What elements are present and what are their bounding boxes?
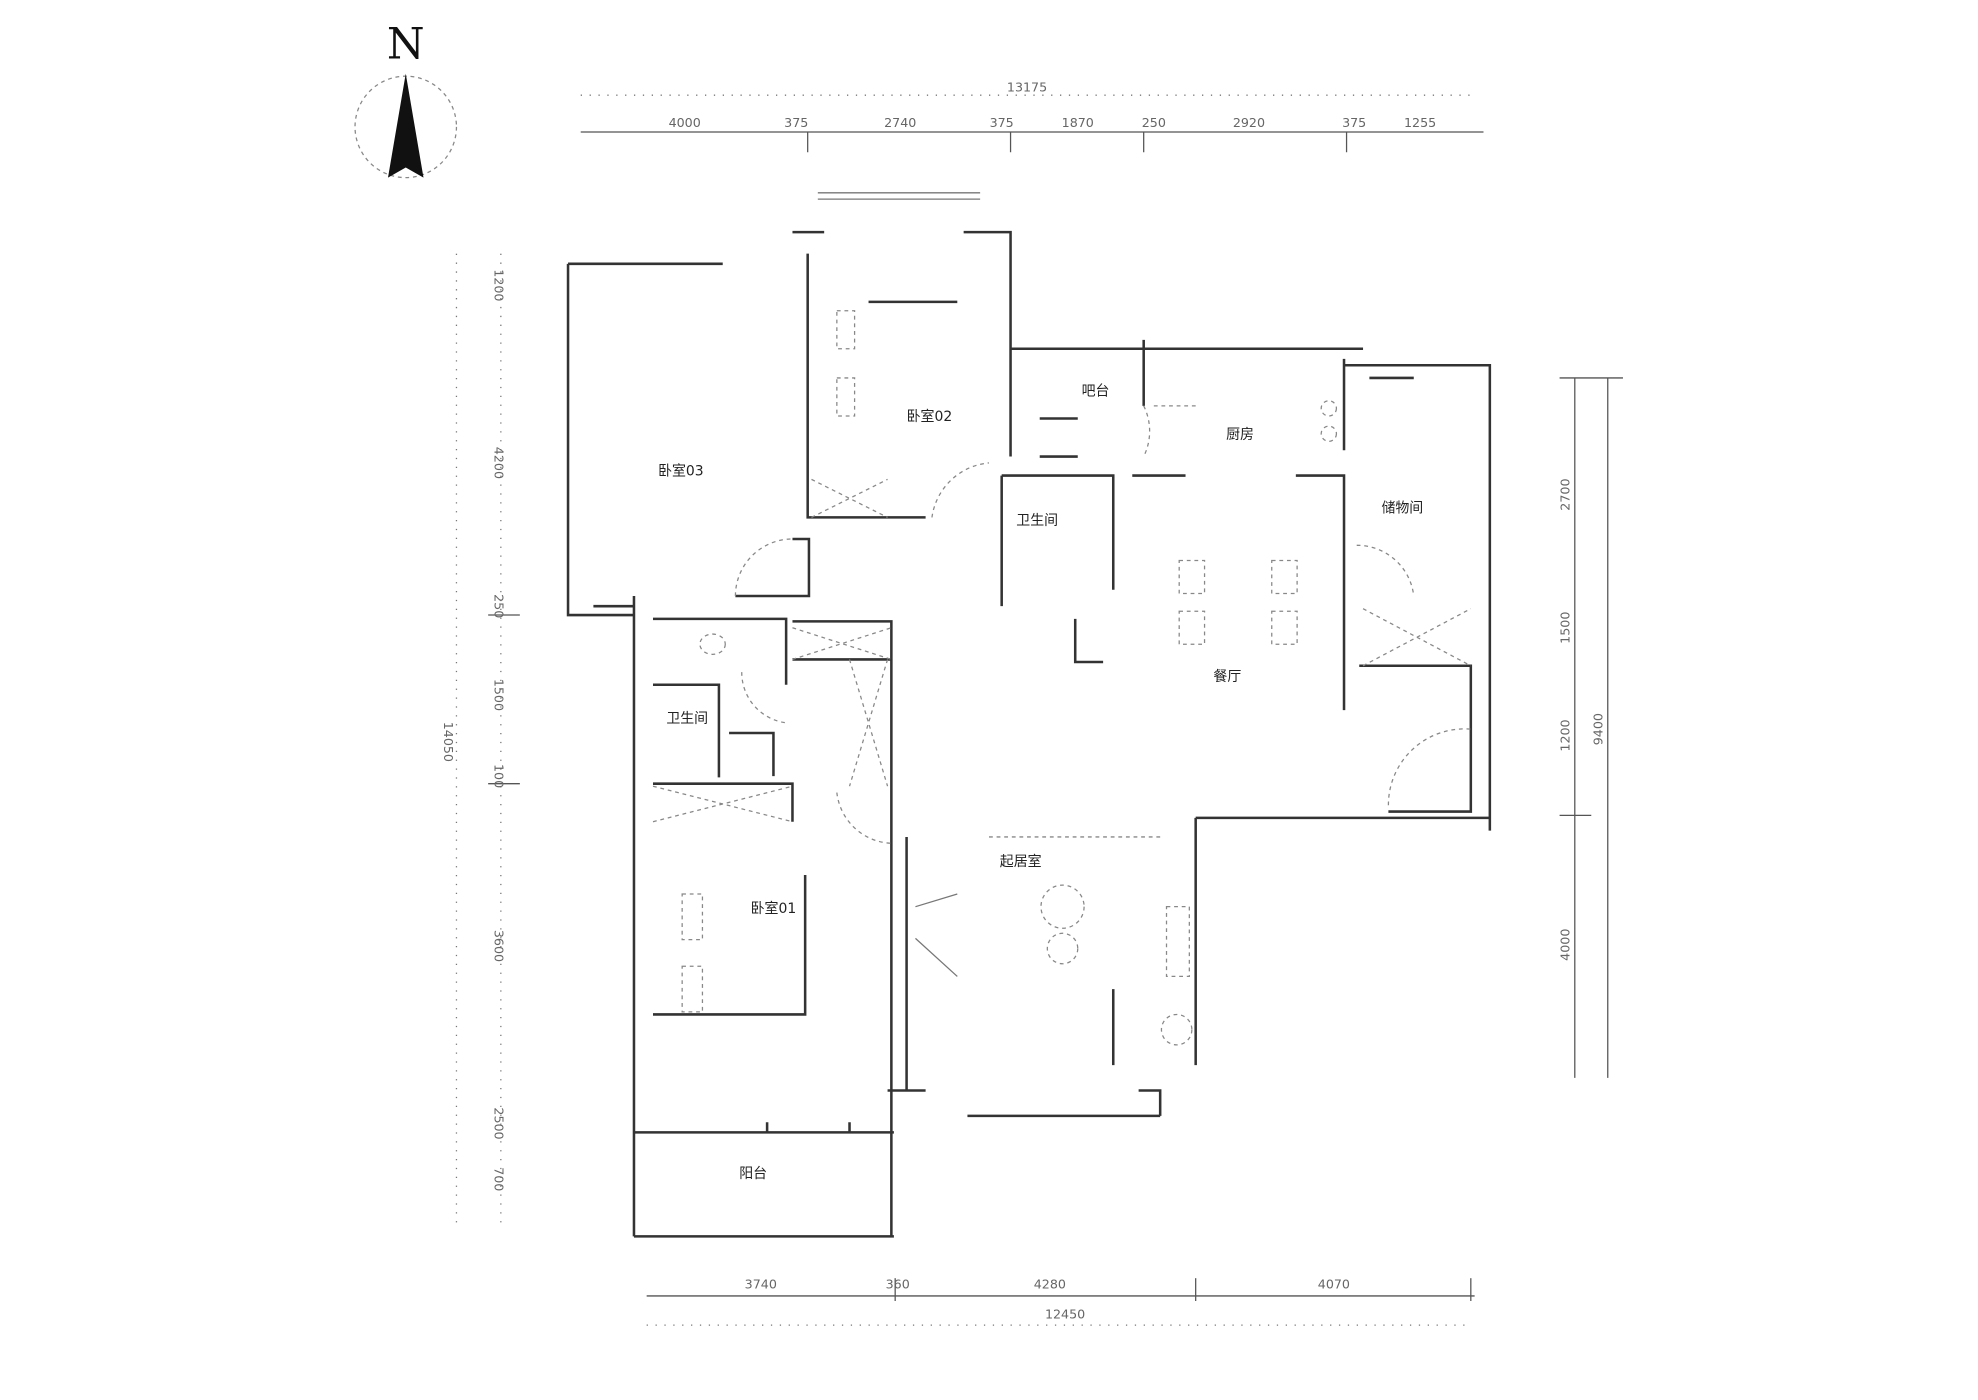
dim-label: 250 bbox=[1142, 115, 1166, 130]
room-bathroom: 卫生间 bbox=[666, 711, 708, 727]
top-dimension: 13175 4000 375 2740 375 1870 250 2920 37… bbox=[580, 79, 1484, 153]
dim-label: 2740 bbox=[884, 115, 916, 130]
north-label: N bbox=[387, 19, 425, 69]
dim-label: 2920 bbox=[1233, 115, 1265, 130]
dim-top-total: 13175 bbox=[1007, 79, 1047, 94]
dim-label: 1870 bbox=[1062, 115, 1094, 130]
room-storage: 储物间 bbox=[1381, 500, 1423, 516]
room-balcony: 阳台 bbox=[739, 1166, 767, 1182]
dim-label: 2700 bbox=[1558, 478, 1573, 510]
dim-label: 375 bbox=[784, 115, 808, 130]
dim-label: 4070 bbox=[1318, 1276, 1350, 1291]
dim-label: 1500 bbox=[492, 679, 507, 711]
right-dimension: 2700 1500 1200 4000 9400 bbox=[1558, 377, 1623, 1078]
dim-left-total: 14050 bbox=[441, 722, 456, 762]
room-living: 起居室 bbox=[1000, 853, 1042, 870]
dim-label: 360 bbox=[886, 1276, 910, 1291]
dim-right-total: 9400 bbox=[1591, 713, 1606, 745]
room-bathroom: 卫生间 bbox=[1016, 513, 1058, 529]
room-bedroom01: 卧室01 bbox=[751, 900, 797, 917]
dim-label: 1255 bbox=[1404, 115, 1436, 130]
dim-label: 1200 bbox=[492, 269, 507, 301]
dim-label: 1500 bbox=[1558, 612, 1573, 644]
dim-label: 375 bbox=[1342, 115, 1366, 130]
dim-label: 100 bbox=[492, 764, 507, 788]
dim-label: 3600 bbox=[492, 930, 507, 962]
dim-label: 250 bbox=[492, 594, 507, 618]
room-bedroom03: 卧室03 bbox=[658, 463, 704, 480]
room-bedroom02: 卧室02 bbox=[907, 408, 953, 425]
dim-label: 700 bbox=[492, 1167, 507, 1191]
dim-bottom-total: 12450 bbox=[1045, 1307, 1085, 1322]
doors-and-fixtures bbox=[652, 310, 1472, 1046]
dim-label: 1200 bbox=[1558, 719, 1573, 751]
dim-label: 4200 bbox=[492, 447, 507, 479]
room-labels: 卧室03 卧室02 卧室01 吧台 厨房 卫生间 卫生间 储物间 餐厅 起居室 … bbox=[658, 384, 1423, 1182]
room-bar: 吧台 bbox=[1082, 384, 1110, 400]
north-arrow-icon: N bbox=[354, 19, 458, 179]
dim-label: 4000 bbox=[669, 115, 701, 130]
left-dimension: 1200 4200 250 1500 100 3600 2500 700 140… bbox=[441, 253, 520, 1231]
dim-label: 3740 bbox=[745, 1276, 777, 1291]
dim-label: 2500 bbox=[492, 1107, 507, 1139]
dim-label: 4000 bbox=[1558, 929, 1573, 961]
dim-label: 375 bbox=[990, 115, 1014, 130]
room-dining: 餐厅 bbox=[1213, 669, 1241, 685]
bottom-dimension: 3740 360 4280 4070 12450 bbox=[646, 1276, 1475, 1326]
dim-label: 4280 bbox=[1034, 1276, 1066, 1291]
room-kitchen: 厨房 bbox=[1226, 427, 1254, 443]
